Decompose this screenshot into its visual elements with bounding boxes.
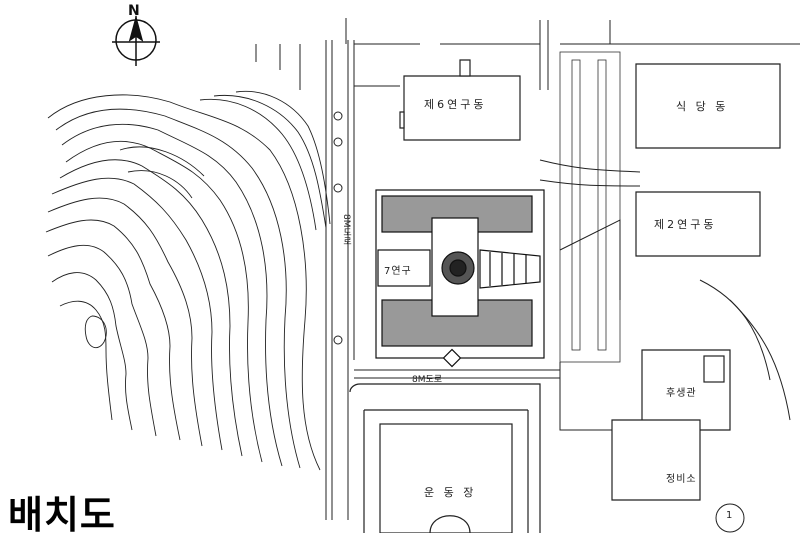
label-research-2: 제2연구동	[654, 218, 717, 231]
label-cafeteria: 식 당 동	[676, 100, 729, 113]
page-title: 배치도	[8, 493, 116, 537]
label-maintenance: 정비소	[666, 474, 697, 485]
building-research-7	[375, 189, 545, 368]
west-road-lines	[255, 40, 355, 520]
building-welfare	[641, 349, 731, 431]
building-maintenance	[611, 419, 701, 501]
label-west-road: 8M도로	[341, 214, 351, 246]
scale-marker	[715, 503, 745, 533]
building-cafeteria	[635, 63, 781, 149]
building-research-6	[399, 59, 521, 141]
north-arrow-icon	[112, 15, 160, 66]
south-road-lines	[354, 159, 791, 431]
label-research-6: 제6연구동	[424, 98, 487, 111]
topographic-contours	[45, 90, 331, 471]
tree-rows	[559, 51, 621, 363]
scale-number: 1	[726, 510, 733, 521]
label-welfare: 후생관	[666, 388, 697, 399]
label-sports-field: 운 동 장	[424, 486, 477, 499]
north-label: N	[128, 3, 140, 19]
north-roads	[345, 18, 800, 90]
building-research-2	[635, 191, 761, 257]
label-research-7: 7연구	[384, 266, 412, 277]
sports-field	[349, 383, 541, 533]
label-south-road: 8M도로	[412, 375, 443, 385]
